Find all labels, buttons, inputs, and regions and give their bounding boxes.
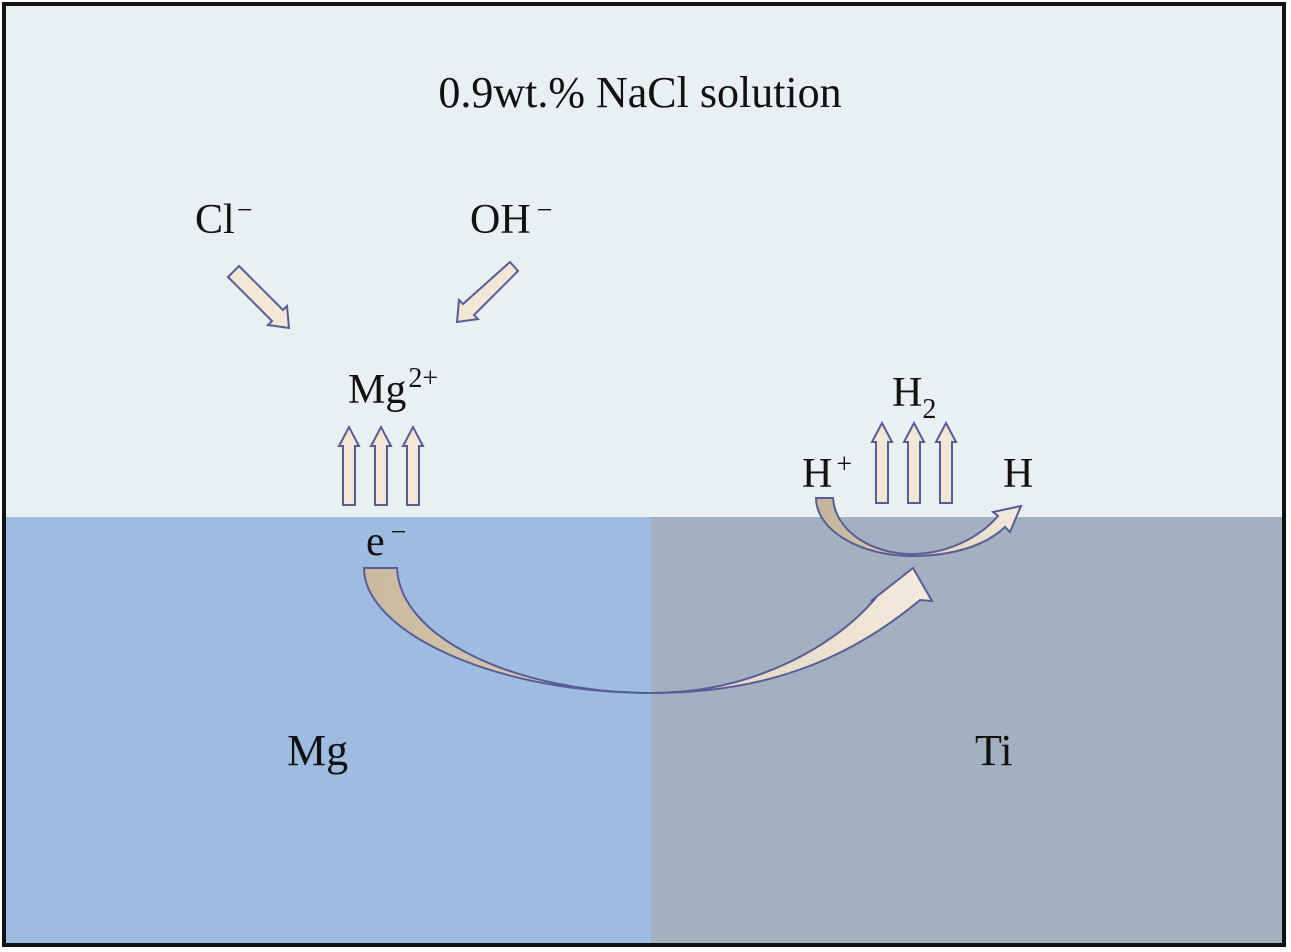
hydrogen-gas-subscript: 2: [922, 394, 936, 425]
solution-region: [4, 4, 1284, 517]
ti-metal-label: Ti: [975, 726, 1013, 775]
hydrogen-atom-label: H: [1003, 451, 1033, 497]
chloride-diagonal-arrow: [226, 264, 291, 330]
h2-up-arrow-3: [934, 420, 958, 504]
hydroxide-ion-charge: −: [537, 195, 553, 226]
mg-dissolution-arrows: [337, 424, 425, 506]
magnesium-ion-base: Mg: [348, 367, 406, 413]
mg-up-arrow-3: [401, 424, 425, 506]
hydrogen-reduction-arrow: [814, 497, 1023, 558]
magnesium-ion-label: Mg2+: [348, 363, 438, 413]
chloride-ion-base: Cl: [195, 197, 235, 243]
mg-up-arrow-2: [369, 424, 393, 506]
h2-up-arrow-2: [902, 420, 926, 504]
h2-up-arrow-1: [870, 420, 894, 504]
h2-evolution-arrows: [870, 420, 958, 504]
chloride-ion-charge: −: [237, 195, 253, 226]
ti-region: [651, 517, 1284, 945]
electron-base: e: [366, 519, 385, 565]
electron-charge: −: [391, 517, 407, 548]
mg-metal-label: Mg: [287, 726, 348, 775]
hydrogen-ion-label: H+: [802, 449, 852, 497]
chloride-ion-label: Cl−: [195, 195, 252, 243]
mg-region: [4, 517, 651, 945]
hydrogen-ion-charge: +: [836, 449, 852, 480]
electron-transfer-arrow: [362, 566, 934, 695]
mg-up-arrow-1: [337, 424, 361, 506]
hydroxide-ion-label: OH−: [470, 195, 552, 243]
hydroxide-ion-base: OH: [470, 197, 531, 243]
magnesium-ion-charge: 2+: [408, 363, 438, 394]
hydrogen-gas-label: H2: [892, 370, 936, 425]
hydrogen-ion-base: H: [802, 451, 832, 497]
hydroxide-diagonal-arrow: [455, 260, 520, 324]
electron-label: e−: [366, 517, 406, 565]
solution-label: 0.9wt.% NaCl solution: [438, 68, 841, 117]
hydrogen-gas-base: H: [892, 370, 922, 416]
